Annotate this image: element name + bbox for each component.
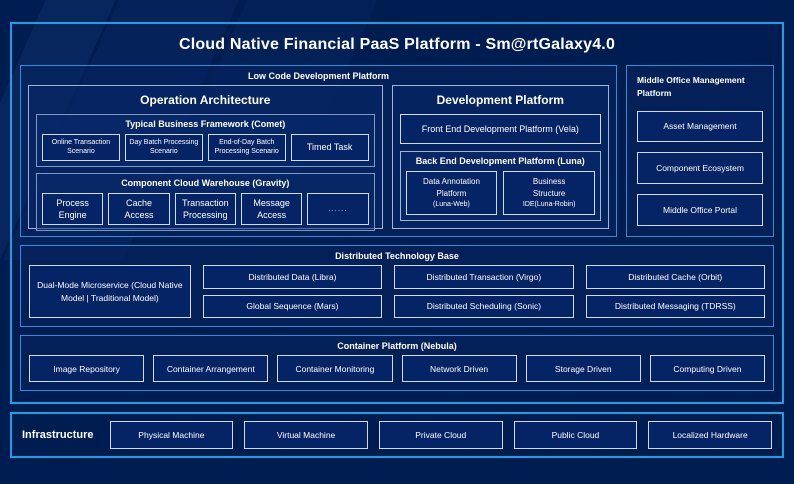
chip-virtual-machine[interactable]: Virtual Machine: [244, 421, 368, 449]
chip-process-engine[interactable]: Process Engine: [42, 192, 104, 226]
chip-private-cloud[interactable]: Private Cloud: [378, 421, 503, 449]
chip-end-of-day-batch-processing-scenario[interactable]: End-of-Day Batch Processing Scenario: [207, 134, 286, 161]
back-end-development-platform-title: Back End Development Platform (Luna): [415, 156, 585, 166]
back-end-sub-items: Data Annotation Platform (Luna-Web) Busi…: [405, 171, 596, 215]
chip-computing-driven[interactable]: Computing Driven: [649, 355, 766, 382]
chip-image-repository[interactable]: Image Repository: [29, 355, 145, 382]
development-platform-panel: Development Platform Front End Developme…: [391, 85, 609, 229]
distributed-technology-base-panel: Distributed Technology Base Dual-Mode Mi…: [20, 245, 774, 327]
component-cloud-warehouse-title: Component Cloud Warehouse (Gravity): [121, 177, 290, 188]
component-cloud-warehouse-group: Component Cloud Warehouse (Gravity) Proc…: [36, 172, 375, 232]
platform-main-panel: Cloud Native Financial PaaS Platform - S…: [10, 22, 784, 404]
low-code-columns: Operation Architecture Typical Business …: [28, 85, 609, 232]
page-title: Cloud Native Financial PaaS Platform - S…: [178, 36, 616, 53]
chip-public-cloud[interactable]: Public Cloud: [513, 421, 638, 449]
data-annotation-platform-line3: (Luna-Web): [433, 200, 470, 208]
chip-localized-hardware[interactable]: Localized Hardware: [648, 421, 772, 449]
dtb-column-2: Distributed Transaction (Virgo) Distribu…: [394, 265, 574, 318]
typical-business-framework-title: Typical Business Framework (Comet): [125, 119, 286, 129]
middle-office-management-platform-panel: Middle Office Management Platform Asset …: [626, 65, 774, 237]
middle-office-item-component-ecosystem[interactable]: Component Ecosystem: [637, 152, 763, 185]
container-platform-items: Image Repository Container Arrangement C…: [29, 355, 766, 382]
chip-distributed-messaging[interactable]: Distributed Messaging (TDRSS): [585, 294, 765, 318]
business-structure-ide-line2: Structure: [532, 188, 566, 198]
business-structure-ide-line3: IDE(Luna-Robin): [522, 200, 576, 208]
chip-transaction-processing[interactable]: Transaction Processing: [174, 192, 236, 226]
chip-global-sequence[interactable]: Global Sequence (Mars): [202, 294, 383, 318]
chip-network-driven[interactable]: Network Driven: [401, 355, 517, 382]
chip-distributed-scheduling[interactable]: Distributed Scheduling (Sonic): [394, 294, 574, 318]
middle-office-item-middle-office-portal[interactable]: Middle Office Portal: [637, 194, 763, 226]
operation-architecture-title: Operation Architecture: [140, 93, 271, 107]
back-end-development-platform-box: Back End Development Platform (Luna) Dat…: [399, 151, 601, 221]
business-structure-ide-line1: Business: [532, 177, 566, 187]
chip-online-transaction-scenario[interactable]: Online Transaction Scenario: [42, 134, 120, 161]
chip-distributed-transaction[interactable]: Distributed Transaction (Virgo): [394, 265, 574, 289]
data-annotation-platform-line2: Platform: [436, 188, 467, 198]
middle-office-panel-title: Middle Office Management Platform: [637, 75, 745, 98]
chip-distributed-cache[interactable]: Distributed Cache (Orbit): [585, 265, 765, 289]
dtb-column-1: Distributed Data (Libra) Global Sequence…: [202, 265, 383, 318]
dtb-column-3: Distributed Cache (Orbit) Distributed Me…: [585, 265, 765, 318]
chip-message-access[interactable]: Message Access: [240, 192, 303, 226]
container-platform-title: Container Platform (Nebula): [337, 341, 457, 351]
top-region: Low Code Development Platform Operation …: [20, 65, 774, 237]
chip-container-arrangement[interactable]: Container Arrangement: [153, 355, 269, 382]
chip-container-monitoring[interactable]: Container Monitoring: [277, 355, 393, 382]
chip-cache-access[interactable]: Cache Access: [108, 192, 170, 226]
infrastructure-panel: Infrastructure Physical Machine Virtual …: [10, 412, 784, 458]
data-annotation-platform-line1: Data Annotation: [422, 177, 480, 187]
chip-dual-mode-microservice[interactable]: Dual-Mode Microservice (Cloud Native Mod…: [29, 265, 191, 318]
low-code-development-platform-panel: Low Code Development Platform Operation …: [20, 65, 617, 237]
middle-office-item-asset-management[interactable]: Asset Management: [637, 110, 763, 143]
distributed-technology-base-items: Dual-Mode Microservice (Cloud Native Mod…: [29, 265, 765, 318]
typical-business-framework-group: Typical Business Framework (Comet) Onlin…: [36, 114, 375, 167]
development-platform-title: Development Platform: [436, 93, 564, 107]
front-end-development-platform-box[interactable]: Front End Development Platform (Vela): [399, 114, 601, 144]
chip-physical-machine[interactable]: Physical Machine: [109, 421, 234, 449]
chip-distributed-data[interactable]: Distributed Data (Libra): [202, 265, 383, 289]
typical-business-framework-items: Online Transaction Scenario Day Batch Pr…: [42, 134, 369, 161]
chip-day-batch-processing-scenario[interactable]: Day Batch Processing Scenario: [124, 134, 203, 161]
chip-storage-driven[interactable]: Storage Driven: [525, 355, 641, 382]
infrastructure-label: Infrastructure: [22, 429, 94, 441]
chip-more-ellipsis[interactable]: ......: [307, 192, 369, 226]
container-platform-panel: Container Platform (Nebula) Image Reposi…: [20, 335, 774, 391]
distributed-technology-base-title: Distributed Technology Base: [335, 251, 459, 261]
chip-data-annotation-platform[interactable]: Data Annotation Platform (Luna-Web): [405, 171, 498, 215]
operation-architecture-panel: Operation Architecture Typical Business …: [28, 85, 383, 232]
low-code-panel-title: Low Code Development Platform: [247, 71, 390, 81]
chip-timed-task[interactable]: Timed Task: [290, 134, 369, 161]
component-cloud-warehouse-items: Process Engine Cache Access Transaction …: [42, 192, 369, 226]
infrastructure-items: Physical Machine Virtual Machine Private…: [109, 421, 772, 449]
chip-business-structure-ide[interactable]: Business Structure IDE(Luna-Robin): [503, 171, 596, 215]
